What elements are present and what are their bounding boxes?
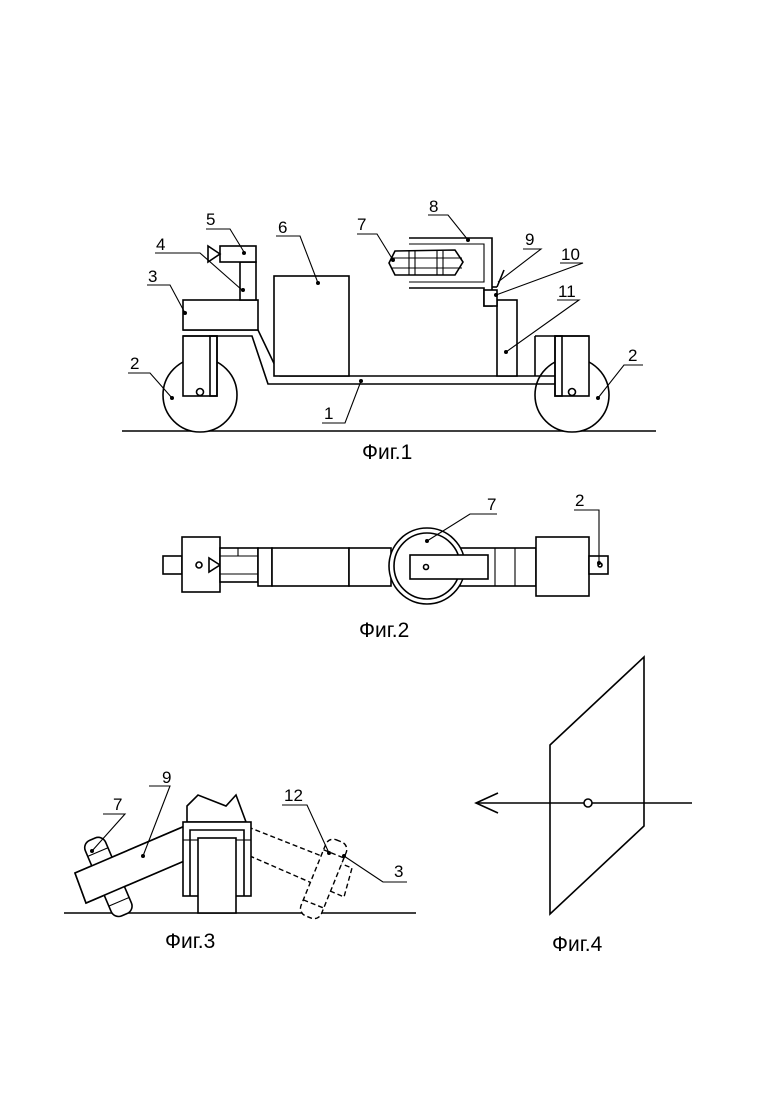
swivel-wheel: [389, 250, 463, 275]
label-4: 4: [156, 235, 165, 254]
label-7: 7: [357, 215, 366, 234]
label-5: 5: [206, 210, 215, 229]
fig4-caption: Фиг.4: [552, 933, 603, 956]
hinge: [484, 290, 497, 306]
fig2-label-2: 2: [575, 491, 584, 510]
label-6: 6: [278, 218, 287, 237]
label-8: 8: [429, 197, 438, 216]
rear-device: [208, 246, 256, 262]
tilted-arm-dashed: [243, 827, 352, 921]
figure-3: 7 9 12 3 Фиг.3: [64, 768, 416, 953]
central-housing: [183, 795, 251, 913]
fig2-label-7: 7: [487, 495, 496, 514]
label-11: 11: [558, 282, 576, 301]
seat-block: [183, 300, 258, 330]
label-1: 1: [324, 404, 333, 423]
frame-top: [258, 548, 272, 586]
front-hub: [536, 537, 589, 596]
figure-1: 1 2 2 3 4 5 6 7 8 9 10 11 Фиг.1: [122, 197, 656, 464]
fig3-label-9: 9: [162, 768, 171, 787]
fig1-caption: Фиг.1: [362, 441, 412, 464]
swivel-wheel-top: [389, 528, 488, 604]
label-9: 9: [525, 230, 534, 249]
figure-4: Фиг.4: [476, 657, 692, 956]
label-3: 3: [148, 267, 157, 286]
label-2-rear: 2: [130, 354, 139, 373]
fig3-label-12: 12: [284, 786, 303, 805]
rear-wheel: [163, 336, 237, 432]
fig3-caption: Фиг.3: [165, 930, 215, 953]
figure-2: 7 2 Фиг.2: [163, 491, 608, 642]
label-10: 10: [561, 245, 580, 264]
fig3-label-3: 3: [394, 862, 403, 881]
stand-post: [240, 262, 256, 300]
label-2-front: 2: [628, 346, 637, 365]
fig2-caption: Фиг.2: [359, 619, 409, 642]
battery-top: [272, 548, 349, 586]
fig3-label-7: 7: [113, 795, 122, 814]
frame: [183, 330, 589, 384]
rear-axle-stub: [163, 556, 182, 574]
steering-column: [497, 300, 517, 376]
battery-box: [274, 276, 349, 376]
rear-mount: [220, 548, 258, 582]
tilt-plane: [550, 657, 644, 914]
pivot-point: [584, 799, 592, 807]
frame-mid: [349, 548, 391, 586]
